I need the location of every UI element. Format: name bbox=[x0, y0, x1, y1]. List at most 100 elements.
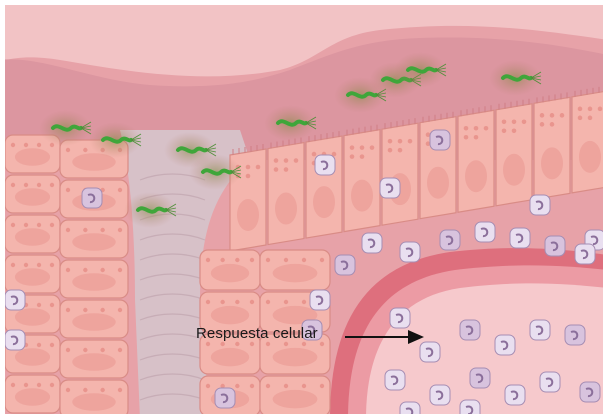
granule bbox=[37, 383, 41, 387]
granule bbox=[284, 167, 289, 172]
granule bbox=[83, 228, 87, 232]
cell-nucleus bbox=[15, 228, 50, 246]
granule bbox=[11, 223, 15, 227]
granule bbox=[100, 308, 104, 312]
granule bbox=[578, 116, 583, 121]
granule bbox=[320, 384, 324, 388]
cell-nucleus bbox=[15, 148, 50, 166]
granule bbox=[50, 263, 54, 267]
immune-cell-icon bbox=[540, 372, 560, 392]
granule bbox=[118, 228, 122, 232]
granule bbox=[550, 113, 555, 118]
cell-nucleus bbox=[15, 308, 50, 326]
granule bbox=[540, 113, 545, 118]
granule bbox=[100, 388, 104, 392]
cell-nucleus bbox=[211, 264, 249, 282]
cell-nucleus bbox=[72, 273, 116, 291]
immune-cell-icon bbox=[310, 290, 330, 310]
granule bbox=[37, 343, 41, 347]
granule bbox=[350, 154, 355, 159]
granule bbox=[11, 143, 15, 147]
cell-nucleus bbox=[351, 180, 373, 212]
granule bbox=[50, 383, 54, 387]
granule bbox=[50, 303, 54, 307]
immune-cell-icon bbox=[495, 335, 515, 355]
granule bbox=[588, 116, 593, 121]
immune-cell-icon bbox=[315, 155, 335, 175]
granule bbox=[24, 143, 28, 147]
bacteria-icon bbox=[264, 105, 316, 141]
cell-nucleus bbox=[211, 306, 249, 324]
cell-response-label: Respuesta celular bbox=[196, 325, 318, 342]
granule bbox=[37, 263, 41, 267]
immune-cell-icon bbox=[362, 233, 382, 253]
granule bbox=[320, 342, 324, 346]
immune-cell-icon bbox=[400, 402, 420, 419]
granule bbox=[206, 258, 210, 262]
granule bbox=[66, 348, 70, 352]
immune-cell-icon bbox=[545, 236, 565, 256]
granule bbox=[302, 342, 306, 346]
cell-nucleus bbox=[237, 199, 259, 231]
granule bbox=[464, 135, 469, 140]
immune-cell-icon bbox=[335, 255, 355, 275]
immune-cell-icon bbox=[420, 342, 440, 362]
granule bbox=[256, 165, 261, 170]
granule bbox=[388, 148, 393, 153]
granule bbox=[284, 384, 288, 388]
granule bbox=[360, 145, 365, 150]
immune-cell-icon bbox=[530, 195, 550, 215]
immune-cell-icon bbox=[505, 385, 525, 405]
cell-nucleus bbox=[72, 393, 116, 411]
granule bbox=[388, 139, 393, 144]
bacteria-icon bbox=[189, 154, 241, 190]
granule bbox=[11, 383, 15, 387]
immune-cell-icon bbox=[460, 400, 480, 419]
granule bbox=[83, 308, 87, 312]
bacteria-icon bbox=[394, 52, 446, 88]
granule bbox=[83, 148, 87, 152]
immune-cell-icon bbox=[510, 228, 530, 248]
granule bbox=[118, 308, 122, 312]
immune-cell-icon bbox=[390, 308, 410, 328]
granule bbox=[50, 343, 54, 347]
granule bbox=[474, 135, 479, 140]
granule bbox=[100, 268, 104, 272]
granule bbox=[284, 258, 288, 262]
granule bbox=[66, 148, 70, 152]
granule bbox=[83, 388, 87, 392]
granule bbox=[350, 145, 355, 150]
granule bbox=[266, 258, 270, 262]
granule bbox=[246, 174, 251, 179]
immune-cell-icon bbox=[430, 385, 450, 405]
immune-cell-icon bbox=[385, 370, 405, 390]
immune-cell-icon bbox=[430, 130, 450, 150]
cell-nucleus bbox=[273, 390, 318, 408]
cell-nucleus bbox=[313, 186, 335, 218]
cell-nucleus bbox=[15, 188, 50, 206]
granule bbox=[302, 300, 306, 304]
granule bbox=[484, 126, 489, 131]
cell-nucleus bbox=[72, 313, 116, 331]
granule bbox=[235, 300, 239, 304]
bacteria-icon bbox=[489, 60, 541, 96]
granule bbox=[50, 223, 54, 227]
granule bbox=[83, 268, 87, 272]
granule bbox=[37, 303, 41, 307]
granule bbox=[474, 126, 479, 131]
granule bbox=[250, 258, 254, 262]
immune-cell-icon bbox=[460, 320, 480, 340]
immune-cell-icon bbox=[5, 330, 25, 350]
granule bbox=[118, 388, 122, 392]
granule bbox=[578, 107, 583, 112]
cell-nucleus bbox=[273, 264, 318, 282]
granule bbox=[66, 228, 70, 232]
granule bbox=[250, 342, 254, 346]
granule bbox=[66, 308, 70, 312]
granule bbox=[11, 183, 15, 187]
bacteria-icon bbox=[89, 122, 141, 158]
granule bbox=[118, 188, 122, 192]
granule bbox=[512, 119, 517, 124]
granule bbox=[266, 342, 270, 346]
